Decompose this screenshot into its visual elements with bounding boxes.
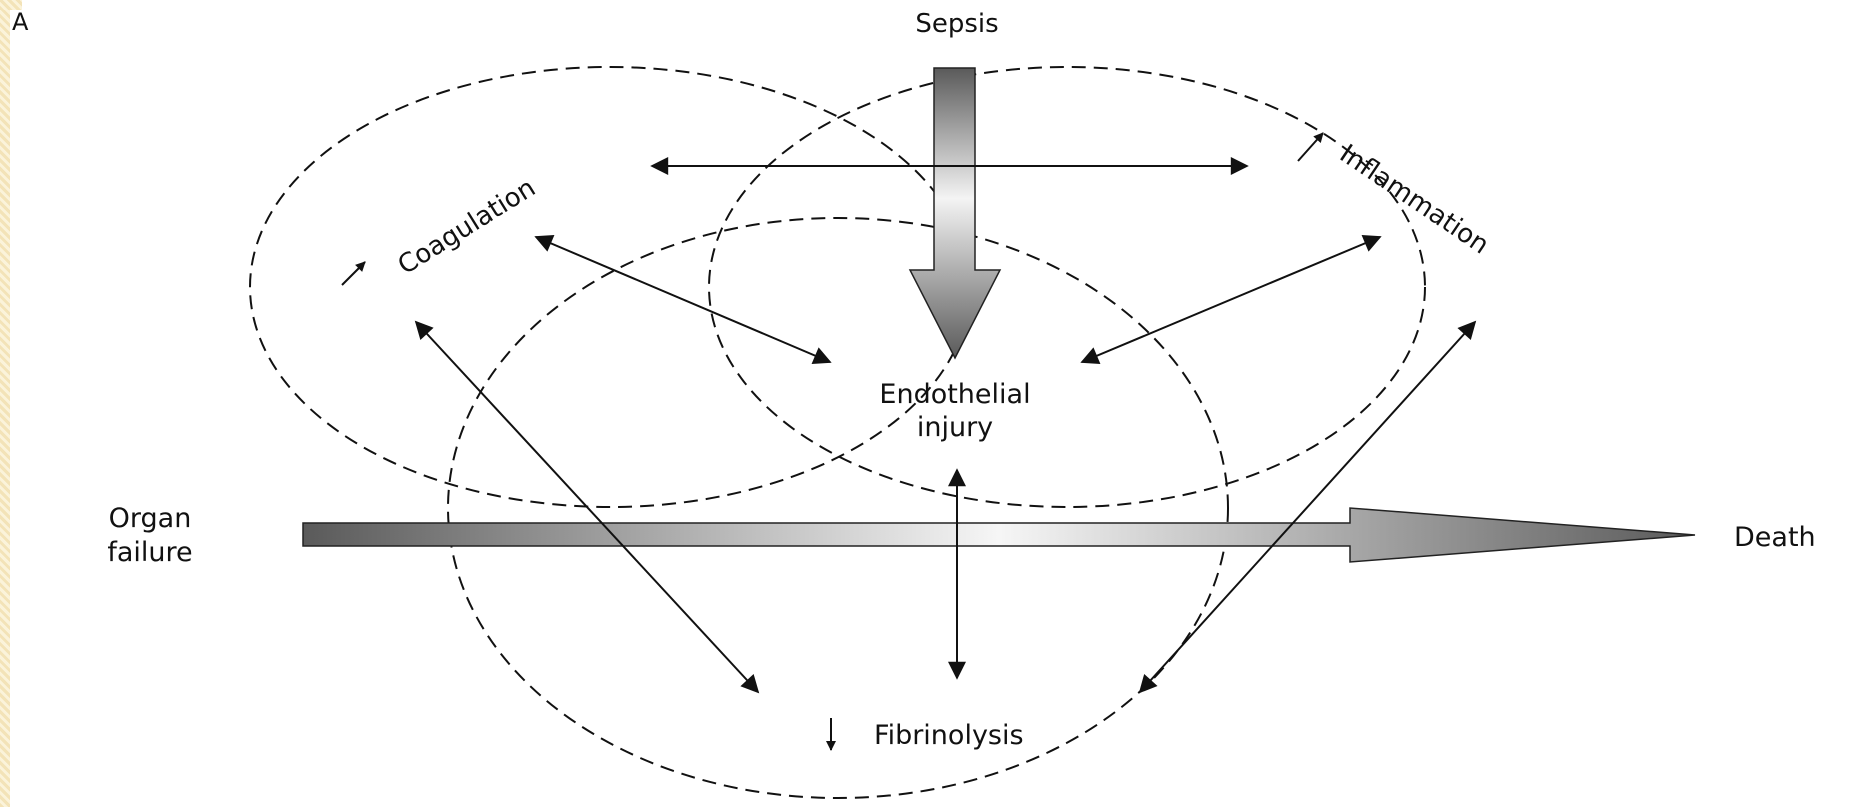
inflammation-circle	[708, 66, 1426, 508]
inflammation-increase-arrow-icon	[1297, 132, 1324, 162]
organ-failure-label-line2: failure	[107, 537, 192, 568]
page-corner-decoration	[0, 0, 22, 10]
figure-letter: A	[12, 8, 29, 36]
inflammation-label: Inflammation	[1334, 139, 1494, 261]
coagulation-fibrinolysis-arrow	[414, 320, 760, 694]
fibrinolysis-circle	[447, 217, 1229, 799]
sepsis-arrow	[908, 67, 1002, 360]
inflammation-fibrinolysis-arrow	[1138, 320, 1477, 694]
fibrinolysis-label: Fibrinolysis	[874, 720, 1024, 751]
endothelial-label-line2: injury	[917, 412, 993, 443]
coagulation-increase-arrow-icon	[341, 261, 366, 286]
endothelial-label-line1: Endothelial	[879, 379, 1030, 410]
coagulation-label: Coagulation	[393, 173, 541, 281]
organ-failure-label-line1: Organ	[109, 503, 192, 534]
coagulation-circle	[249, 66, 971, 508]
organ-failure-to-death-arrow	[302, 507, 1696, 563]
page-edge-decoration	[0, 0, 10, 807]
inflammation-endothelial-arrow	[1080, 234, 1382, 365]
coagulation-endothelial-arrow	[534, 235, 832, 364]
death-label: Death	[1734, 522, 1816, 553]
sepsis-label: Sepsis	[915, 9, 998, 39]
